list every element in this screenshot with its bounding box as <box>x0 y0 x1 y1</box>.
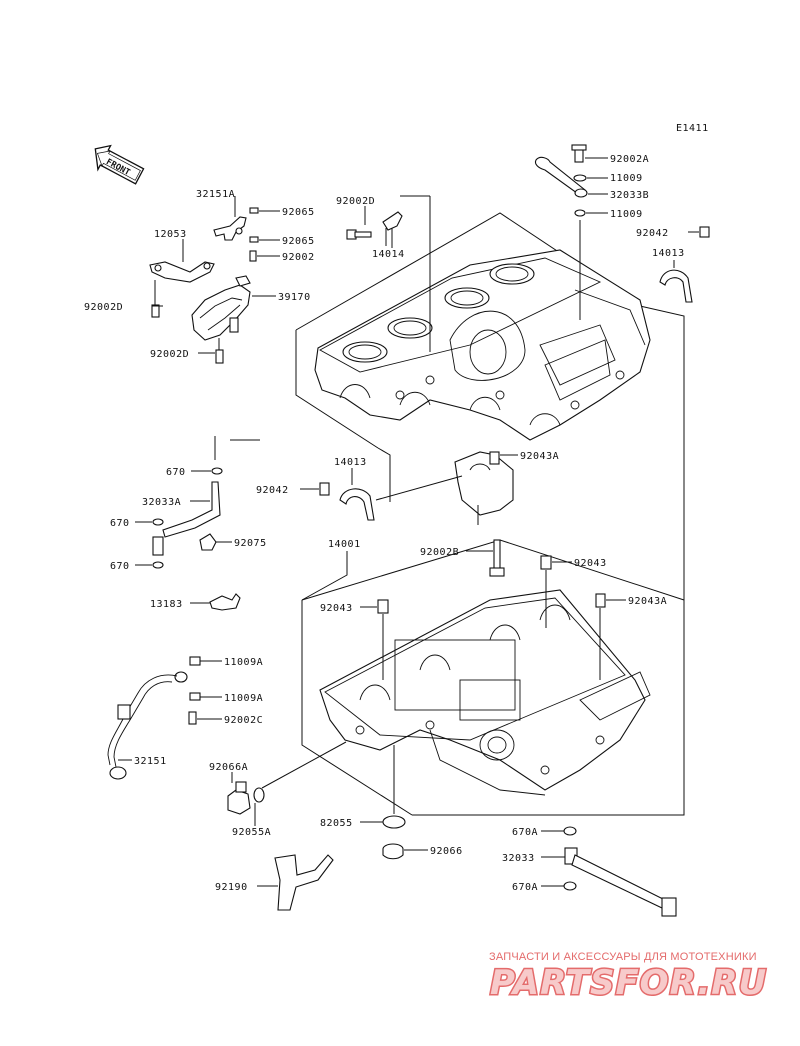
label-12053[interactable]: 12053 <box>154 229 187 240</box>
watermark-logo: PARTSFOR.RU PARTSFOR.RU <box>489 962 768 1004</box>
label-670-c[interactable]: 670 <box>110 561 130 572</box>
label-670a-a[interactable]: 670A <box>512 827 538 838</box>
label-92066[interactable]: 92066 <box>430 846 463 857</box>
watermark-brand-outline: PARTSFOR.RU <box>490 963 767 1003</box>
label-92065-a[interactable]: 92065 <box>282 207 315 218</box>
label-32033[interactable]: 32033 <box>502 853 535 864</box>
watermark-brand: PARTSFOR.RU <box>490 963 767 1003</box>
label-32151a[interactable]: 32151A <box>196 189 235 200</box>
label-14013-mid[interactable]: 14013 <box>334 457 367 468</box>
label-11009a-b[interactable]: 11009A <box>224 693 263 704</box>
bracket-14014 <box>382 211 403 231</box>
label-32151[interactable]: 32151 <box>134 756 167 767</box>
label-92002d-low[interactable]: 92002D <box>150 349 189 360</box>
diagram-id: E1411 <box>676 123 709 134</box>
label-14014[interactable]: 14014 <box>372 249 405 260</box>
hose-92190 <box>274 854 334 911</box>
oring-670a-b <box>563 881 577 891</box>
label-92002b[interactable]: 92002B <box>420 547 459 558</box>
upper-crankcase <box>295 212 685 816</box>
breather-assembly <box>534 144 588 320</box>
label-92043-left[interactable]: 92043 <box>320 603 353 614</box>
label-92075[interactable]: 92075 <box>234 538 267 549</box>
label-92043a-top[interactable]: 92043A <box>520 451 559 462</box>
oil-pipe-32033 <box>564 847 677 917</box>
label-92002c[interactable]: 92002C <box>224 715 263 726</box>
label-82055[interactable]: 82055 <box>320 818 353 829</box>
part-labels: 92002A 11009 32033B 11009 92042 14013 32… <box>84 154 685 893</box>
bearing-cap <box>454 451 514 525</box>
label-92002a[interactable]: 92002A <box>610 154 649 165</box>
thrust-ring-14013-mid <box>339 488 375 521</box>
label-32033a[interactable]: 32033A <box>142 497 181 508</box>
bolt-92002 <box>249 250 257 262</box>
harness-32151 <box>107 656 201 780</box>
label-670-b[interactable]: 670 <box>110 518 130 529</box>
label-13183[interactable]: 13183 <box>150 599 183 610</box>
bolt-92002b <box>493 539 501 571</box>
label-92002d-left[interactable]: 92002D <box>84 302 123 313</box>
dowel-92043-right <box>540 555 552 570</box>
label-92002[interactable]: 92002 <box>282 252 315 263</box>
thrust-ring-14013-top <box>659 269 693 303</box>
label-92042-top[interactable]: 92042 <box>636 228 669 239</box>
bolt-92002d-left <box>151 304 160 318</box>
label-11009-a[interactable]: 11009 <box>610 173 643 184</box>
label-11009-b[interactable]: 11009 <box>610 209 643 220</box>
dowel-92042-top <box>699 226 710 238</box>
oring-670a-a <box>563 826 577 836</box>
label-670a-b[interactable]: 670A <box>512 882 538 893</box>
label-92043-right[interactable]: 92043 <box>574 558 607 569</box>
oring-82055 <box>382 815 406 829</box>
label-92065-b[interactable]: 92065 <box>282 236 315 247</box>
grommet-92065-b <box>249 236 259 243</box>
dowel-92043a-right <box>595 593 606 608</box>
pickup-39170 <box>191 275 251 341</box>
label-92043a-right[interactable]: 92043A <box>628 596 667 607</box>
bolt-92002d-low <box>215 349 224 364</box>
front-arrow-icon: FRONT <box>94 144 145 185</box>
label-92055a[interactable]: 92055A <box>232 827 271 838</box>
label-14001[interactable]: 14001 <box>328 539 361 550</box>
watermark-tagline: ЗАПЧАСТИ И АКСЕССУАРЫ ДЛЯ МОТОТЕХНИКИ <box>489 951 757 963</box>
grommet-92065-a <box>249 207 259 214</box>
bracket-32151a <box>213 216 247 241</box>
dowel-92042-mid <box>319 482 330 496</box>
label-11009a-a[interactable]: 11009A <box>224 657 263 668</box>
bracket-12053 <box>149 261 215 283</box>
label-670-a[interactable]: 670 <box>166 467 186 478</box>
label-92066a[interactable]: 92066A <box>209 762 248 773</box>
label-32033b[interactable]: 32033B <box>610 190 649 201</box>
drain-plug-92066a <box>227 741 347 815</box>
label-14013-top[interactable]: 14013 <box>652 248 685 259</box>
plug-92066 <box>382 843 404 860</box>
label-39170[interactable]: 39170 <box>278 292 311 303</box>
label-92190[interactable]: 92190 <box>215 882 248 893</box>
label-92042-mid[interactable]: 92042 <box>256 485 289 496</box>
label-92002d-top[interactable]: 92002D <box>336 196 375 207</box>
leader-lines <box>118 157 699 887</box>
plate-13183 <box>209 593 241 611</box>
dowel-92043-left <box>377 599 389 614</box>
lower-crankcase <box>301 539 685 816</box>
oil-pipe-32033a <box>152 467 223 569</box>
